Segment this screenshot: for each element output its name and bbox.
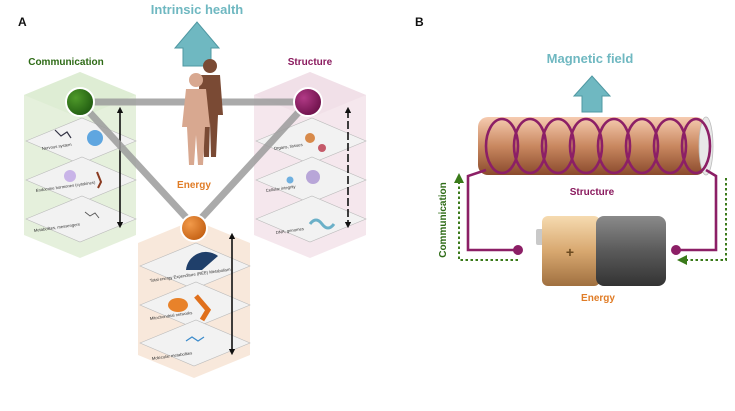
panel-a-letter: A: [18, 15, 27, 29]
battery: +: [536, 216, 666, 286]
energy-battery-label: Energy: [581, 293, 615, 304]
terminal-right: [671, 245, 681, 255]
structure-layer-3-label: DNA, genomes: [275, 226, 304, 235]
communication-layer-3-label: Metabolites, messengers: [33, 222, 80, 233]
structure-layer-3: DNA, genomes: [255, 195, 367, 243]
link-communication-energy: [76, 98, 198, 230]
communication-layer-1-label: Nervous system: [41, 142, 72, 151]
brain-icon: [87, 130, 103, 146]
battery-gold-section: [542, 216, 600, 286]
current-arrow-right: [677, 178, 727, 265]
small-cell-icon: [286, 176, 294, 184]
energy-node: [180, 214, 208, 242]
structure-layer-2: Cellular integrity: [255, 156, 367, 204]
structure-label: Structure: [288, 57, 333, 68]
hormone-cell-icon: [64, 170, 76, 182]
structure-layer-1-label: Organs, tissues: [273, 142, 303, 151]
terminal-left: [513, 245, 523, 255]
panel-b: B Magnetic field Structure: [415, 15, 727, 304]
energy-layer-3-label: Molecular metabolites: [151, 350, 192, 361]
communication-wire-label: Communication: [438, 182, 449, 258]
metabolite-icon: [185, 336, 205, 342]
energy-layer-3: Molecular metabolites: [139, 319, 251, 367]
tissue-icon: [318, 144, 326, 152]
coil: [478, 116, 714, 176]
energy-layer-2-label: Mitochondrial networks: [149, 310, 192, 321]
gauge-icon: [186, 251, 218, 270]
molecule-icon: [84, 211, 100, 219]
communication-stack: Nervous system Endocrine hormones (cytok…: [24, 72, 137, 258]
human-figure-front: [182, 73, 210, 165]
wire-left: [466, 168, 518, 252]
coil-end-cap: [698, 116, 714, 176]
communication-node: [65, 87, 95, 117]
battery-plus-sign: +: [566, 244, 574, 260]
dna-icon: [308, 218, 336, 230]
energy-layer-2: Mitochondrial networks: [139, 281, 251, 329]
magnetic-field-arrow: [572, 75, 612, 113]
magnetic-field-label: Magnetic field: [547, 51, 634, 66]
panel-a: A Nervous system Endocrine hormones (cyt…: [18, 2, 367, 378]
link-structure-energy: [190, 98, 312, 230]
coil-windings: [484, 117, 712, 175]
communication-layer-3: Metabolites, messengers: [25, 195, 137, 243]
intrinsic-health-arrow: [173, 21, 221, 67]
mitochondrial-network-icon: [194, 294, 212, 322]
communication-layer-2: Endocrine hormones (cytokines): [25, 156, 137, 204]
communication-label: Communication: [28, 57, 104, 68]
gland-icon: [96, 171, 103, 189]
structure-layer-1: Organs, tissues: [255, 117, 367, 165]
energy-layer-1: Total energy Expenditure (REE) Metabolis…: [139, 242, 251, 290]
panel-b-letter: B: [415, 15, 424, 29]
coil-core: [478, 117, 706, 175]
intrinsic-health-label: Intrinsic health: [151, 2, 244, 17]
cell-icon: [306, 170, 320, 184]
human-figures: [182, 59, 223, 165]
energy-stack: Total energy Expenditure (REE) Metabolis…: [138, 220, 251, 378]
battery-gray-section: [596, 216, 666, 286]
structure-layer-2-label: Cellular integrity: [265, 184, 296, 193]
mitochondrion-icon: [168, 298, 188, 312]
structure-coil-label: Structure: [570, 187, 615, 198]
organ-icon: [305, 133, 315, 143]
neuron-network-icon: [54, 129, 72, 139]
structure-node: [293, 87, 323, 117]
wire-right: [676, 168, 718, 252]
energy-label: Energy: [177, 180, 211, 191]
structure-stack: Organs, tissues Cellular integrity DNA, …: [254, 72, 367, 258]
